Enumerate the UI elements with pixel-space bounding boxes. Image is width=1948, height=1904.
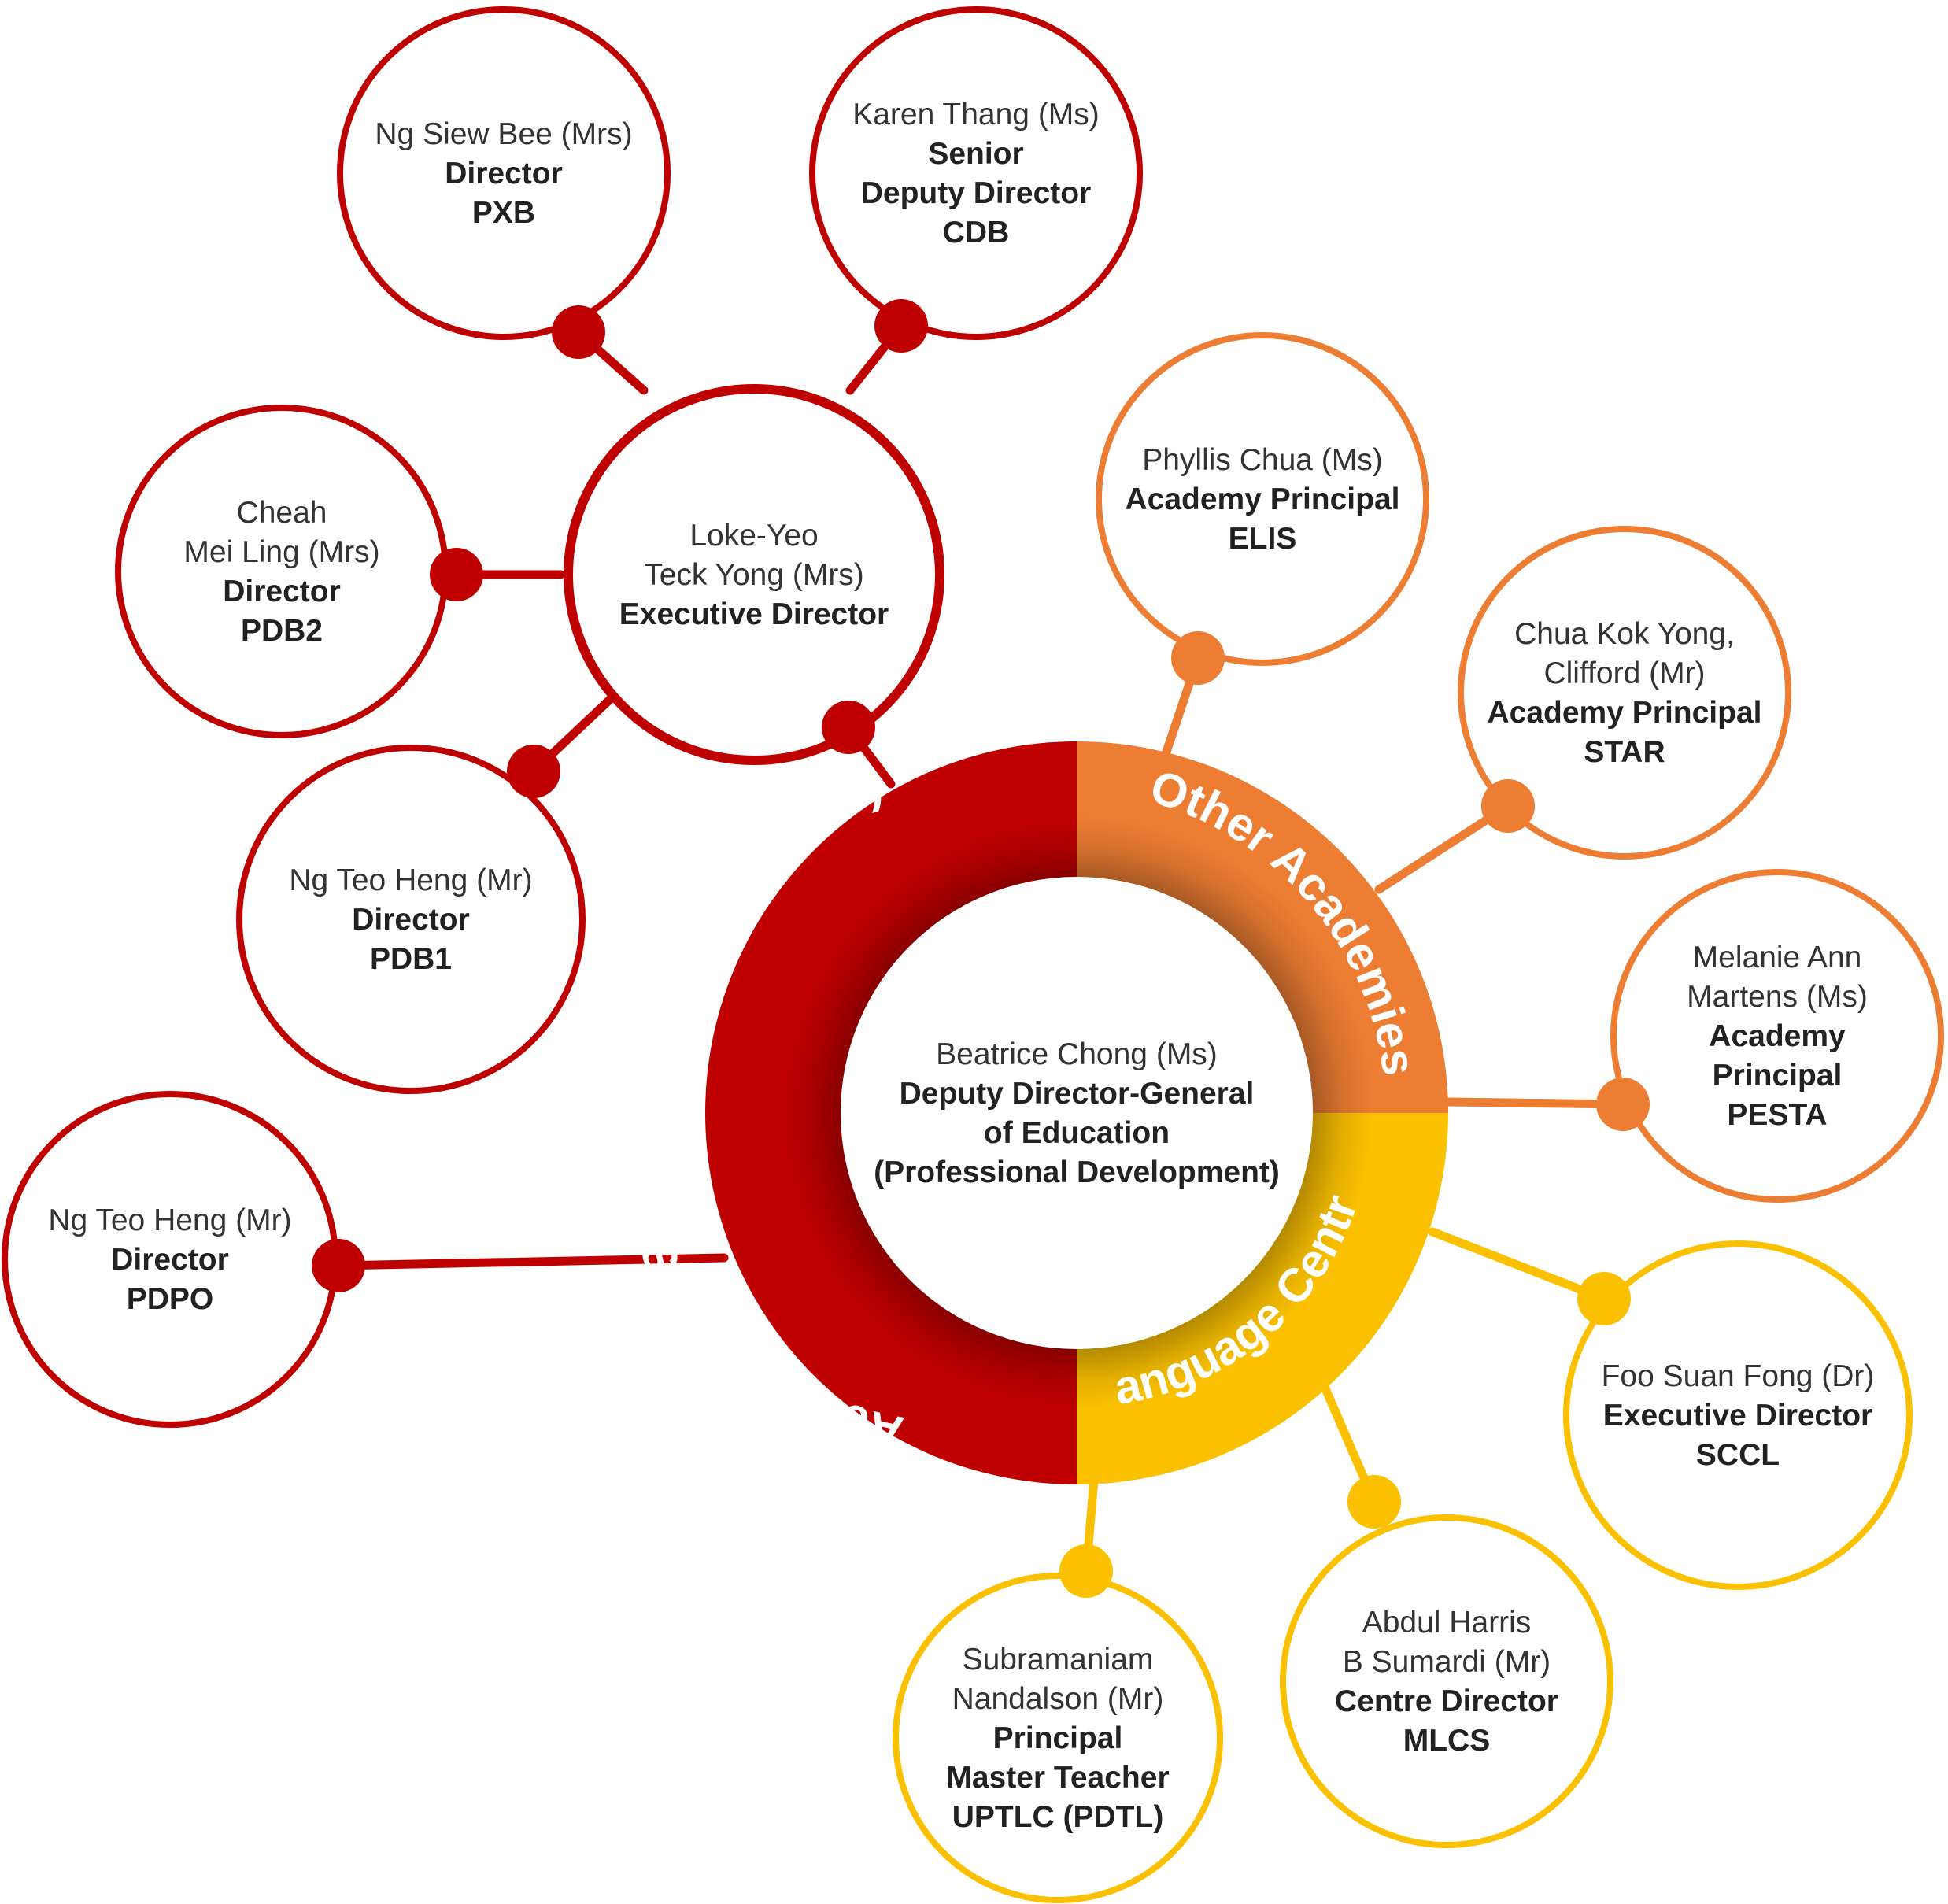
node-mlcs: Abdul Harris B Sumardi (Mr) Centre Directo…: [1280, 1514, 1613, 1848]
node-title-line: PESTA: [1727, 1098, 1827, 1132]
connector-dot: [1171, 631, 1225, 685]
connector-dot: [430, 548, 483, 601]
node-circle: [1280, 1514, 1613, 1848]
node-title-line: Director: [352, 903, 470, 937]
node-name-line: Martens (Ms): [1687, 980, 1868, 1014]
node-title-line: Academy: [1709, 1019, 1846, 1053]
node-title-line: MLCS: [1403, 1724, 1491, 1758]
node-title-line: Principal: [993, 1721, 1123, 1755]
node-title-line: Master Teacher: [946, 1761, 1169, 1795]
node-name-line: Ng Siew Bee (Mrs): [375, 117, 632, 151]
node-name-line: Loke-Yeo: [689, 519, 818, 553]
node-circle: [337, 6, 671, 340]
node-name-line: B Sumardi (Mr): [1343, 1645, 1551, 1679]
node-title-line: ELIS: [1229, 522, 1297, 556]
node-circle: [893, 1573, 1223, 1903]
node-name-line: Melanie Ann: [1693, 941, 1862, 974]
center-title-line: (Professional Development): [874, 1155, 1280, 1189]
node-name-line: Cheah: [237, 496, 327, 530]
connector-dot: [312, 1239, 365, 1292]
connector-dot: [1059, 1544, 1113, 1598]
node-title-line: Executive Director: [1603, 1399, 1873, 1433]
node-circle: [564, 384, 944, 765]
node-name-line: Nandalson (Mr): [952, 1682, 1164, 1716]
connector-line: [1428, 1227, 1609, 1303]
node-circle: [1096, 332, 1429, 666]
node-title-line: SCCL: [1696, 1438, 1780, 1472]
node-title-line: PDPO: [127, 1282, 214, 1316]
node-title-line: PDB2: [241, 614, 323, 648]
node-circle: [809, 6, 1143, 340]
connector-dot: [1481, 779, 1535, 833]
node-title-line: STAR: [1584, 735, 1665, 769]
node-title-line: Centre Director: [1335, 1684, 1558, 1718]
node-title-line: PDB1: [370, 942, 452, 976]
node-title-line: Deputy Director: [861, 176, 1092, 210]
node-title-line: Director: [223, 575, 341, 608]
connector-dot: [1596, 1078, 1650, 1131]
connector-dot: [552, 305, 605, 359]
connector-dot: [507, 745, 560, 798]
node-name-line: Clifford (Mr): [1543, 656, 1705, 690]
connector-dot: [1347, 1475, 1401, 1529]
node-name-line: Ng Teo Heng (Mr): [48, 1203, 291, 1237]
connector-line: [334, 1253, 729, 1270]
connector-line: [1443, 1097, 1628, 1109]
node-title-line: Senior: [928, 137, 1023, 171]
node-circle: [1610, 869, 1944, 1203]
node-name-line: Foo Suan Fong (Dr): [1602, 1359, 1875, 1393]
node-title-line: Principal: [1713, 1059, 1843, 1092]
node-name-line: Karen Thang (Ms): [852, 98, 1100, 131]
node-title-line: Director: [445, 157, 563, 190]
node-name-line: Mei Ling (Mrs): [183, 535, 379, 569]
connector-dots: [312, 299, 1650, 1598]
node-circle: [1563, 1240, 1913, 1590]
node-circle: [115, 405, 449, 738]
connector-dot: [822, 701, 875, 754]
connector-lines: [334, 321, 1628, 1576]
node-name-line: Chua Kok Yong,: [1514, 617, 1735, 651]
node-name-line: Abdul Harris: [1362, 1606, 1532, 1640]
node-name-line: Phyllis Chua (Ms): [1142, 443, 1383, 477]
node-title-line: UPTLC (PDTL): [952, 1800, 1164, 1834]
node-circle: [1458, 526, 1791, 860]
node-name-line: Subramaniam: [963, 1643, 1154, 1677]
connector-dot: [874, 299, 928, 353]
connector-dot: [1577, 1272, 1631, 1325]
node-star: Chua Kok Yong, Clifford (Mr) Academy Princ…: [1458, 526, 1791, 860]
node-title-line: Director: [111, 1243, 229, 1277]
center-title-line: Deputy Director-General: [900, 1077, 1255, 1111]
node-title-line: Academy Principal: [1488, 696, 1762, 730]
node-title-line: PXB: [472, 196, 535, 230]
center-person-name: Beatrice Chong (Ms): [936, 1037, 1218, 1071]
node-title-line: CDB: [943, 216, 1010, 250]
node-title-line: Executive Director: [619, 597, 889, 631]
node-name-line: Teck Yong (Mrs): [644, 558, 864, 592]
center-disc: [841, 877, 1313, 1349]
node-name-line: Ng Teo Heng (Mr): [289, 863, 532, 897]
node-circle: [236, 745, 586, 1094]
node-title-line: Academy Principal: [1126, 482, 1400, 516]
center-title-line: of Education: [984, 1116, 1170, 1150]
